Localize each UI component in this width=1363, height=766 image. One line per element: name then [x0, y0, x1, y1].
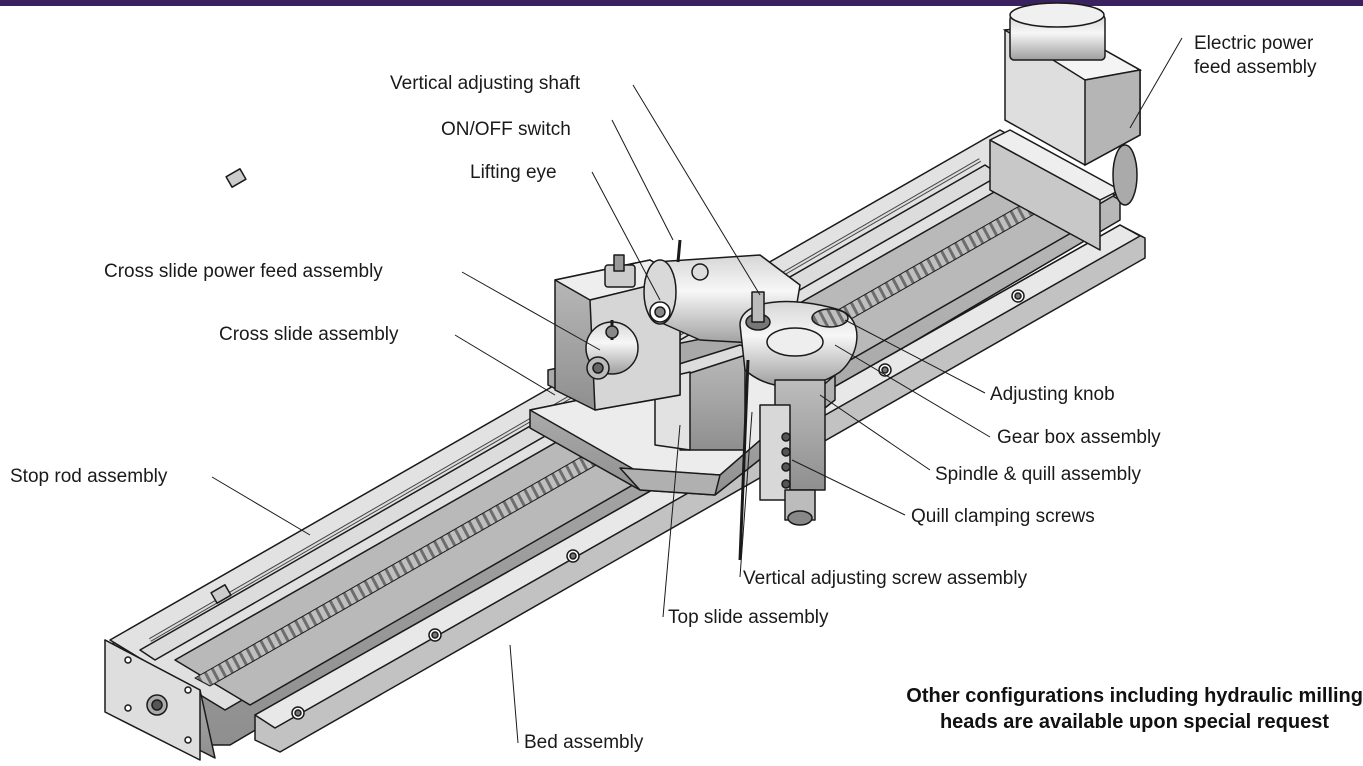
label-lifting-eye: Lifting eye	[470, 162, 557, 183]
configurations-note-line1: Other configurations including hydraulic…	[906, 685, 1363, 707]
label-vertical-adjusting-shaft: Vertical adjusting shaft	[390, 73, 581, 94]
label-top-slide: Top slide assembly	[668, 607, 829, 628]
gear-box-and-spindle	[643, 239, 858, 561]
configurations-note-line2: heads are available upon special request	[939, 711, 1329, 733]
label-gear-box: Gear box assembly	[997, 427, 1161, 448]
label-electric-power-feed: Electric power feed assembly	[1194, 32, 1317, 80]
label-stop-rod: Stop rod assembly	[10, 466, 168, 487]
label-bed: Bed assembly	[524, 732, 644, 753]
leader-lines	[211, 37, 1183, 744]
electric-power-feed-assembly	[1002, 2, 1143, 206]
configurations-note: Other configurations including hydraulic…	[748, 683, 1363, 735]
header-bar	[0, 0, 1363, 6]
label-spindle-quill: Spindle & quill assembly	[935, 464, 1141, 485]
label-quill-clamping-screws: Quill clamping screws	[911, 506, 1095, 527]
label-electric-power-feed-line1: Electric power	[1194, 33, 1314, 54]
label-on-off-switch: ON/OFF switch	[441, 119, 571, 140]
label-cross-slide: Cross slide assembly	[219, 324, 399, 345]
label-cross-slide-power-feed: Cross slide power feed assembly	[104, 261, 383, 282]
label-electric-power-feed-line2: feed assembly	[1194, 57, 1317, 78]
label-vertical-adjusting-screw: Vertical adjusting screw assembly	[743, 568, 1028, 589]
label-adjusting-knob: Adjusting knob	[990, 384, 1115, 405]
